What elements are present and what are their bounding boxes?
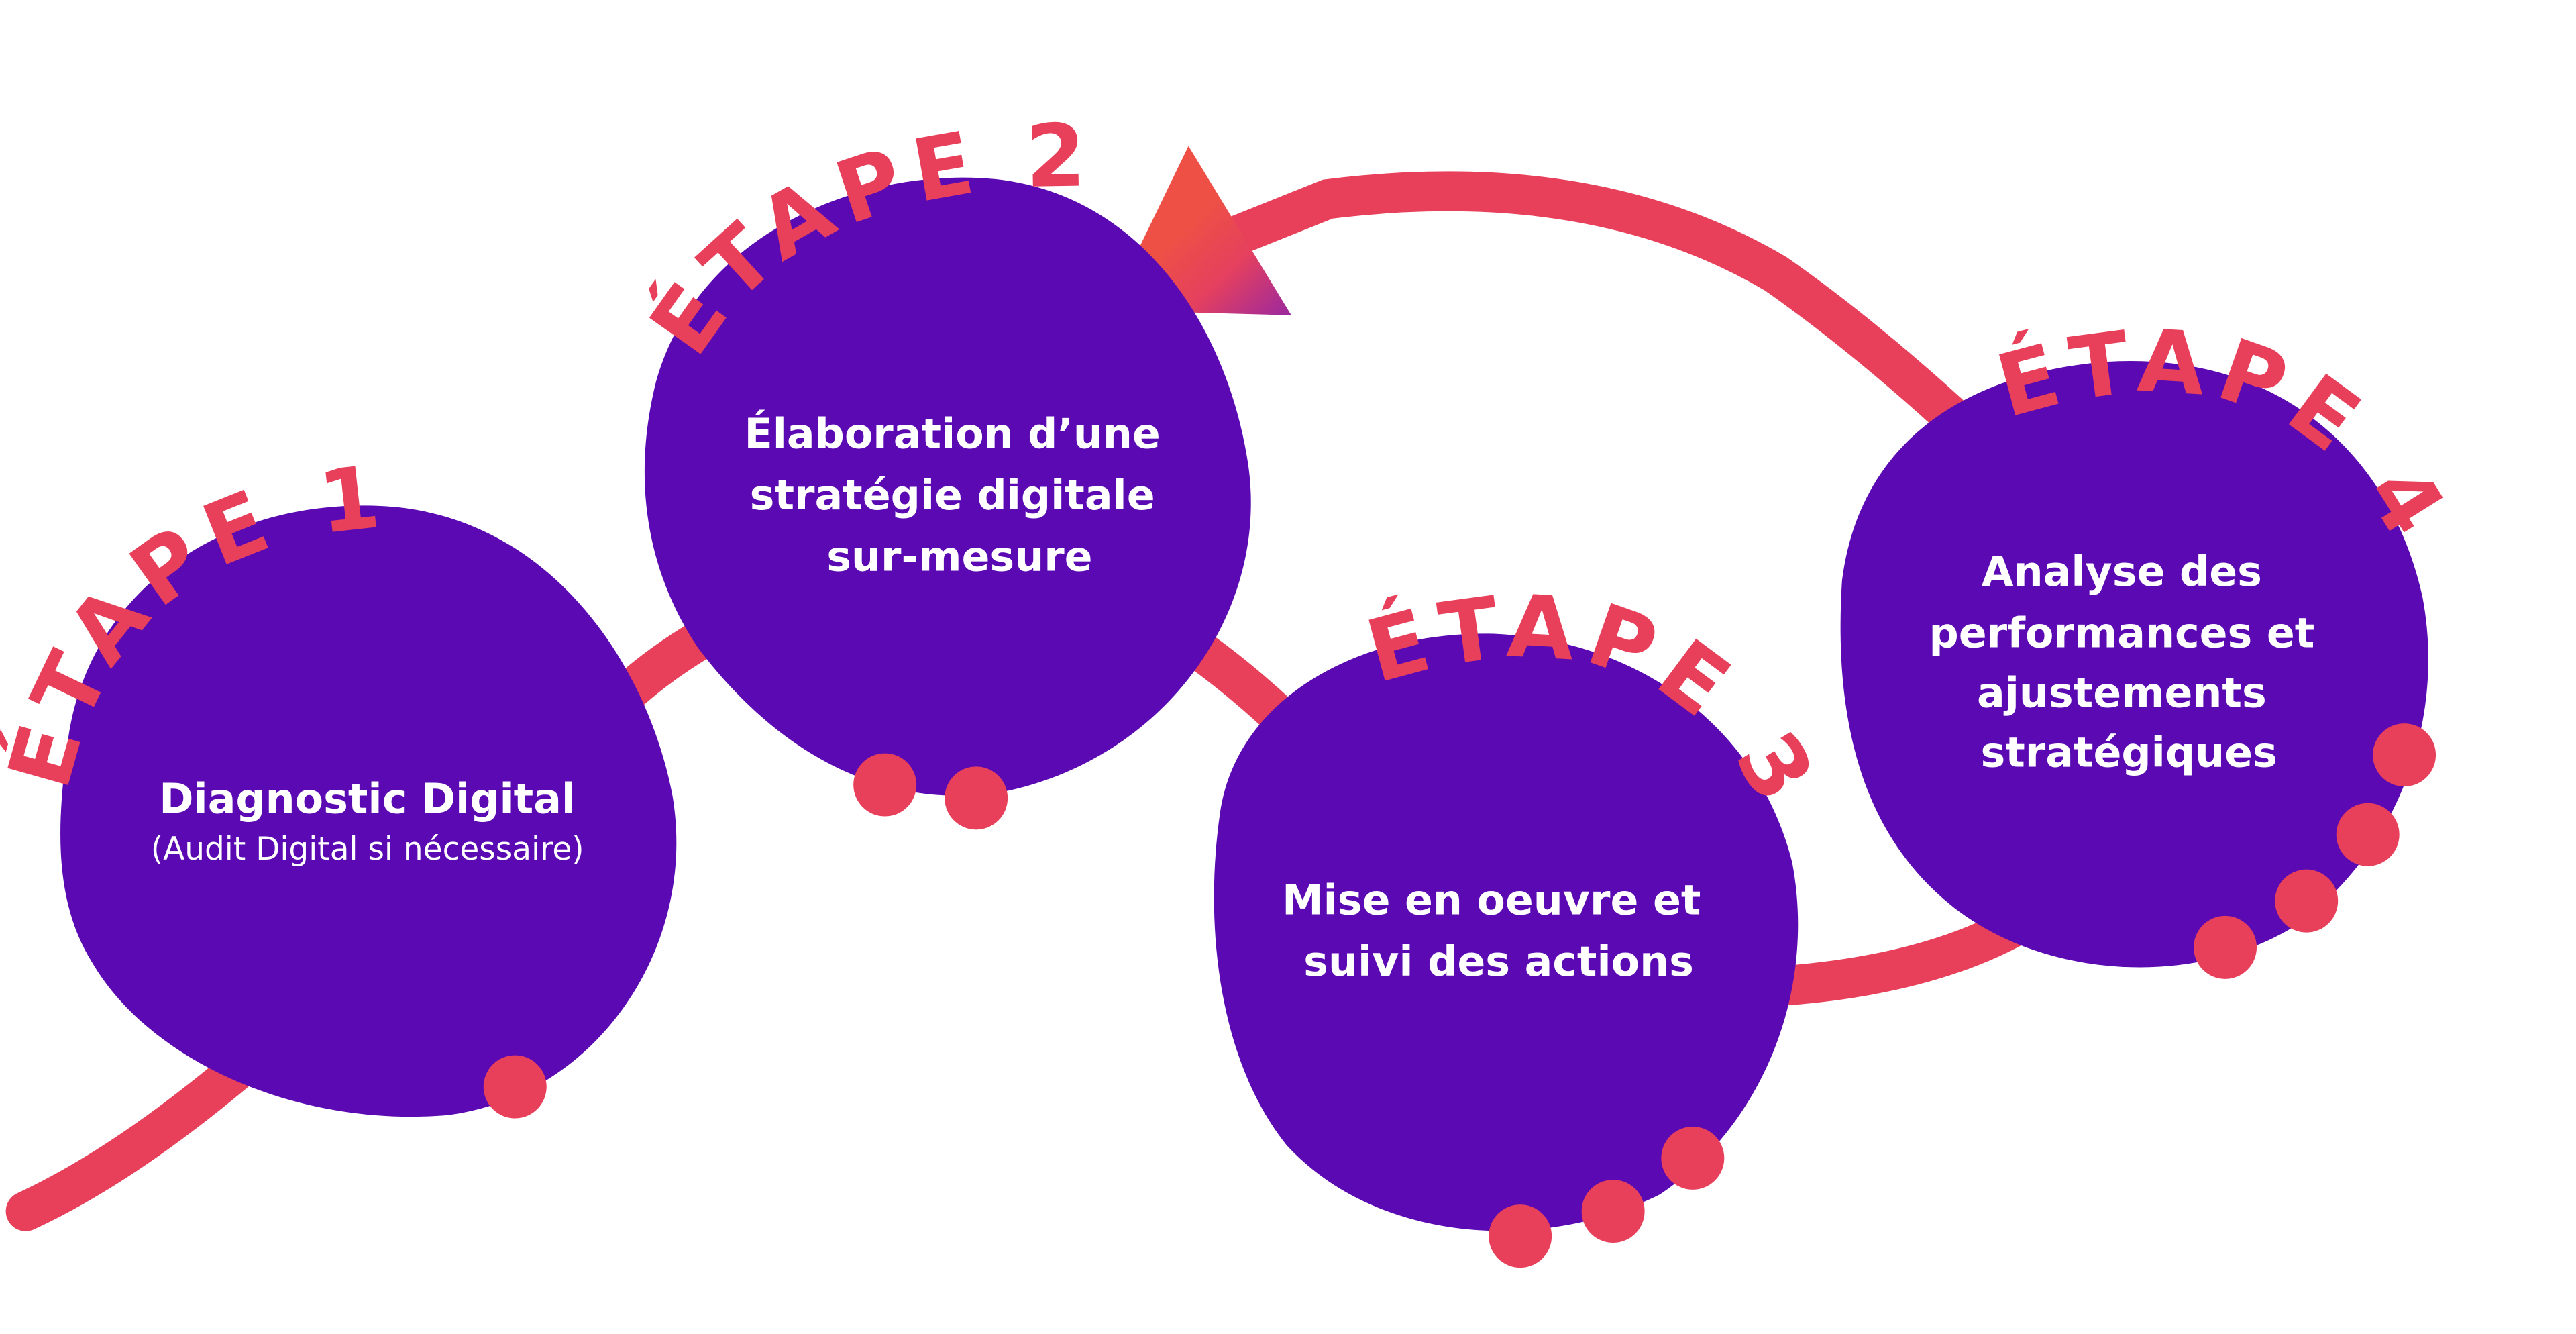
dot xyxy=(1661,1126,1725,1190)
dot xyxy=(1489,1204,1552,1268)
dot xyxy=(2275,869,2339,933)
dot xyxy=(2336,803,2400,866)
dot xyxy=(853,753,917,817)
step-4-blob xyxy=(1840,360,2428,968)
step-1-subtitle: (Audit Digital si nécessaire) xyxy=(151,831,584,868)
step-3-title: Mise en oeuvre et suivi des actions xyxy=(1282,876,1715,985)
step-1-blob xyxy=(60,505,677,1117)
dot xyxy=(1581,1180,1645,1243)
dot xyxy=(483,1055,547,1119)
step-1-title: Diagnostic Digital xyxy=(159,775,576,823)
step-4-title: Analyse des performances et ajustements … xyxy=(1929,548,2328,777)
dot xyxy=(945,766,1008,830)
step-2-title: Élaboration d’une stratégie digitale sur… xyxy=(745,409,1175,581)
dot xyxy=(2194,915,2257,979)
step-2-blob xyxy=(644,177,1251,796)
step-3-blob xyxy=(1214,633,1799,1231)
decorative-dots xyxy=(483,723,2436,1268)
dot xyxy=(2373,723,2436,787)
